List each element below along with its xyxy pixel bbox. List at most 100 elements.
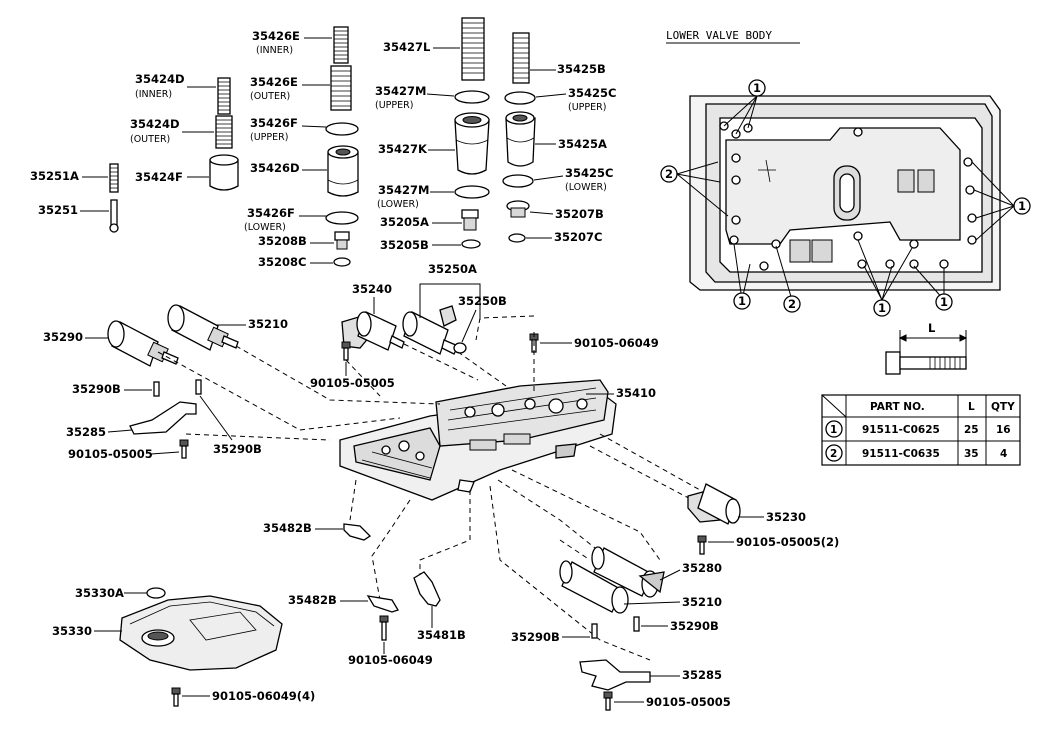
svg-text:1: 1 bbox=[738, 294, 746, 308]
oring-35426F-lower bbox=[325, 211, 359, 225]
parts-table: PART NO. L QTY 1 91511-C0625 25 16 2 915… bbox=[821, 394, 1021, 466]
label-90105-05005-left: 90105-05005 bbox=[68, 447, 153, 461]
label-35424F: 35424F bbox=[135, 170, 183, 184]
label-35290B-left: 35290B bbox=[72, 382, 121, 396]
svg-text:1: 1 bbox=[753, 81, 761, 95]
table-row-1-l: 25 bbox=[964, 424, 979, 436]
piston-35424F bbox=[209, 154, 239, 191]
spring-35426E-outer bbox=[330, 65, 352, 111]
svg-text:1: 1 bbox=[940, 295, 948, 309]
bracket-35481B bbox=[413, 571, 441, 607]
label-35250A: 35250A bbox=[428, 262, 477, 276]
spring-35427L bbox=[461, 17, 485, 81]
label-35250B: 35250B bbox=[458, 294, 507, 308]
label-35210-bottom: 35210 bbox=[682, 595, 722, 609]
label-35208C: 35208C bbox=[258, 255, 306, 269]
label-35426F-upper: 35426F bbox=[250, 116, 298, 130]
oring-35427M-upper bbox=[454, 90, 490, 104]
label-35426F-lower-sub: (LOWER) bbox=[244, 222, 286, 233]
table-header-l: L bbox=[968, 401, 975, 413]
label-35424D-outer-sub: (OUTER) bbox=[130, 134, 170, 145]
callout-1-b: 1 bbox=[1013, 197, 1031, 215]
label-35425B: 35425B bbox=[557, 62, 606, 76]
clip-35208C bbox=[333, 257, 351, 267]
bolt-90105-05005-left bbox=[179, 439, 189, 459]
label-35290B-bottom: 35290B bbox=[511, 630, 560, 644]
table-header-part-no: PART NO. bbox=[870, 401, 925, 413]
solenoid-35210-bottom bbox=[559, 560, 629, 614]
bolt-90105-05005-2 bbox=[697, 535, 707, 555]
oring-35330A bbox=[146, 587, 166, 599]
label-35427L: 35427L bbox=[383, 40, 431, 54]
label-35280: 35280 bbox=[682, 561, 722, 575]
plug-35205A bbox=[461, 209, 479, 231]
label-90105-05005-mid: 90105-05005 bbox=[310, 376, 395, 390]
label-35290: 35290 bbox=[43, 330, 83, 344]
label-35482B-b: 35482B bbox=[288, 593, 337, 607]
plug-35207B bbox=[506, 200, 530, 218]
table-row-2-qty: 4 bbox=[1000, 448, 1007, 460]
label-90105-05005-bottom: 90105-05005 bbox=[646, 695, 731, 709]
label-35481B: 35481B bbox=[417, 628, 466, 642]
spring-35426E-inner bbox=[333, 26, 349, 64]
label-90105-06049-4: 90105-06049(4) bbox=[212, 689, 315, 703]
diagram-title: LOWER VALVE BODY bbox=[666, 29, 772, 42]
label-35482B-a: 35482B bbox=[263, 521, 312, 535]
callout-1-e: 1 bbox=[935, 293, 953, 311]
bolt-90105-05005-mid bbox=[341, 341, 351, 361]
label-90105-05005-2: 90105-05005(2) bbox=[736, 535, 839, 549]
table-row-1-part-no: 91511-C0625 bbox=[862, 424, 940, 436]
label-35210-top: 35210 bbox=[248, 317, 288, 331]
solenoid-35230 bbox=[687, 483, 741, 525]
solenoid-35280 bbox=[591, 546, 665, 598]
label-35290B-right: 35290B bbox=[670, 619, 719, 633]
label-35425C-upper: 35425C bbox=[568, 86, 616, 100]
label-35427M-upper-sub: (UPPER) bbox=[375, 100, 413, 111]
label-35251A: 35251A bbox=[30, 169, 79, 183]
pin-35290B-mid bbox=[195, 379, 202, 395]
dim-l-label: L bbox=[928, 321, 936, 335]
table-header-qty: QTY bbox=[991, 401, 1015, 413]
label-35426E-outer-sub: (OUTER) bbox=[250, 91, 290, 102]
label-35285-right: 35285 bbox=[682, 668, 722, 682]
bracket-35482B-b bbox=[366, 595, 399, 613]
oring-35250B bbox=[453, 342, 467, 354]
label-35424D-inner-sub: (INNER) bbox=[135, 89, 172, 100]
callout-1-d: 1 bbox=[873, 299, 891, 317]
strainer-35330 bbox=[119, 595, 283, 671]
sleeve-35427K bbox=[454, 112, 490, 175]
svg-text:1: 1 bbox=[1018, 199, 1026, 213]
oring-35425C-upper bbox=[504, 91, 536, 105]
solenoid-35250A bbox=[402, 305, 459, 355]
clip-35207C bbox=[508, 233, 526, 243]
table-row-2-l: 35 bbox=[964, 448, 979, 460]
label-35207C: 35207C bbox=[554, 230, 602, 244]
spring-35425B bbox=[512, 32, 530, 84]
label-35425A: 35425A bbox=[558, 137, 607, 151]
bracket-35482B-a bbox=[343, 523, 372, 541]
bolt-90105-06049-mid bbox=[379, 615, 389, 641]
label-35424D-inner: 35424D bbox=[135, 72, 185, 86]
pin-35290B-bottom bbox=[591, 623, 598, 639]
label-35330A: 35330A bbox=[75, 586, 124, 600]
solenoid-35210-top bbox=[167, 304, 239, 351]
table-row-1-ref: 1 bbox=[830, 424, 837, 436]
oring-35427M-lower bbox=[454, 185, 490, 199]
valve-35251 bbox=[109, 199, 119, 233]
spring-35251A bbox=[109, 163, 119, 193]
label-35427M-lower: 35427M bbox=[378, 183, 429, 197]
label-35426E-inner: 35426E bbox=[252, 29, 300, 43]
callout-1-c: 1 bbox=[733, 292, 751, 310]
bolt-90105-05005-bottom bbox=[603, 691, 613, 711]
plug-35208B bbox=[334, 231, 350, 250]
label-35426E-inner-sub: (INNER) bbox=[256, 45, 293, 56]
clip-35205B bbox=[461, 239, 481, 249]
label-35427M-upper: 35427M bbox=[375, 84, 426, 98]
solenoid-35290 bbox=[107, 320, 179, 367]
bracket-35285-right bbox=[579, 659, 651, 691]
sleeve-35425A bbox=[505, 111, 536, 167]
solenoid-35240 bbox=[341, 311, 405, 351]
label-35426E-outer: 35426E bbox=[250, 75, 298, 89]
lower-valve-body-inset bbox=[689, 95, 1001, 291]
label-35205A: 35205A bbox=[380, 215, 429, 229]
